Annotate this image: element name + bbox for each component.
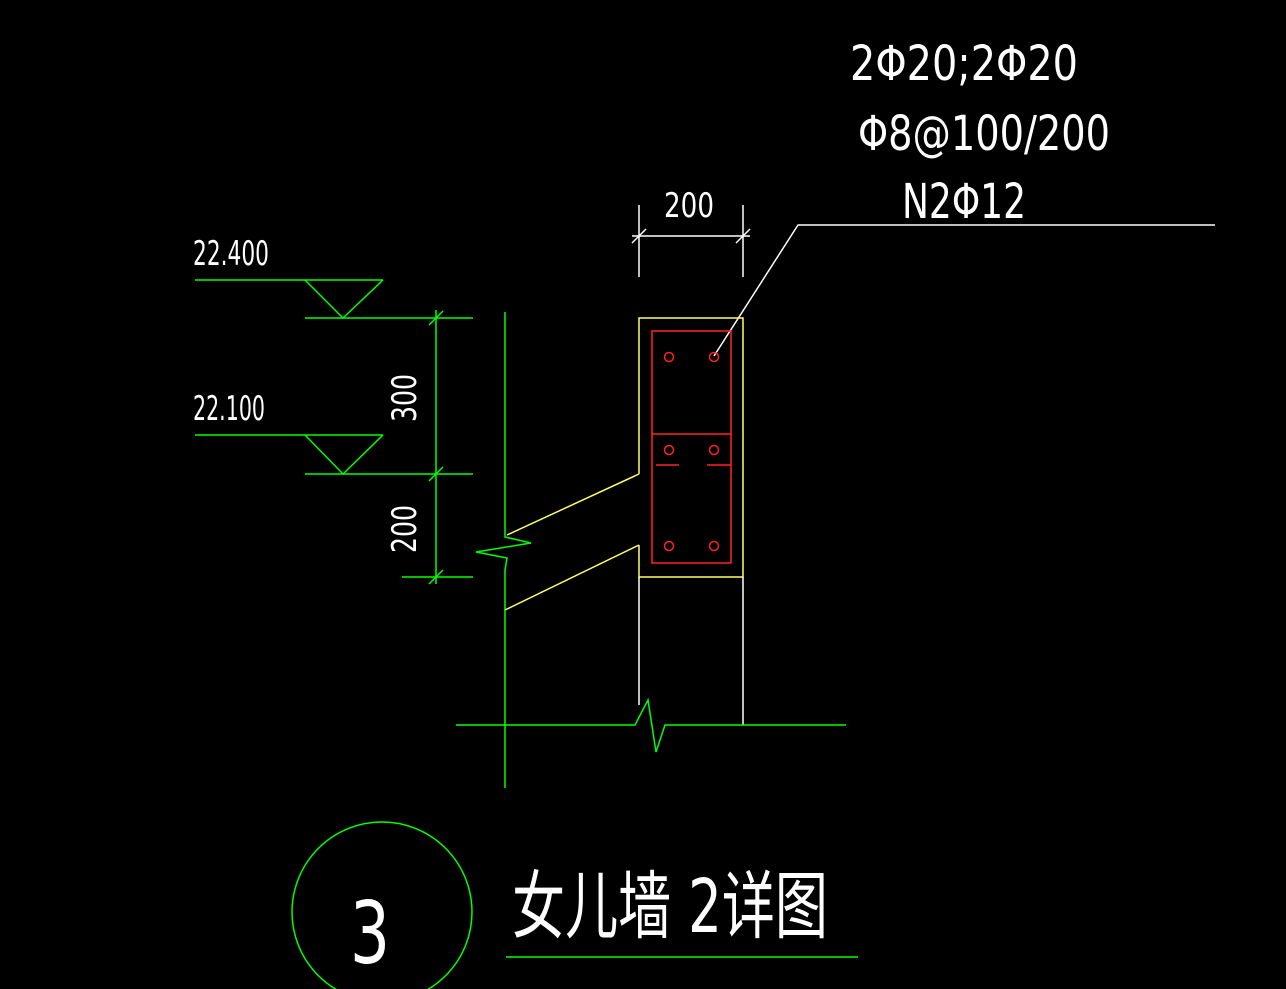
beam-width-dimension: 200 [631,186,751,277]
elevation-label-upper: 22.400 [193,234,269,274]
rebar-annotation-stirrups: Φ8@100/200 [858,106,1110,162]
beam-stirrup [651,330,732,564]
dimension-label-300: 300 [385,374,425,422]
vertical-dimension-chain: 300 200 [385,310,473,585]
elevation-mark-lower: 22.100 [193,389,473,476]
rebar-dot [708,351,720,363]
rebar-annotation-main-bars: 2Φ20;2Φ20 [850,36,1078,92]
rebar-dot [663,540,675,552]
roof-slab [504,473,640,611]
detail-title: 女儿墙 2详图 [512,864,828,950]
rebar-dot [663,351,675,363]
elevation-mark-upper: 22.400 [193,234,473,320]
annotation-leader-line [713,224,1215,357]
rebar-dot [708,540,720,552]
dimension-label-200: 200 [385,505,425,553]
rebar-dot [708,444,720,456]
detail-number: 3 [350,884,390,984]
rebar-annotation-side-bars: N2Φ12 [902,174,1026,230]
rebar-dot [663,444,675,456]
detail-number-circle [291,821,473,989]
detail-title-block: 3 女儿墙 2详图 [291,821,858,989]
beam-width-label: 200 [664,186,714,226]
ground-line [456,697,846,753]
elevation-label-lower: 22.100 [193,389,265,429]
rebar-bars [663,351,720,552]
parapet-beam-outline [638,317,744,578]
lower-wall [638,577,744,725]
wall-line [475,312,532,788]
